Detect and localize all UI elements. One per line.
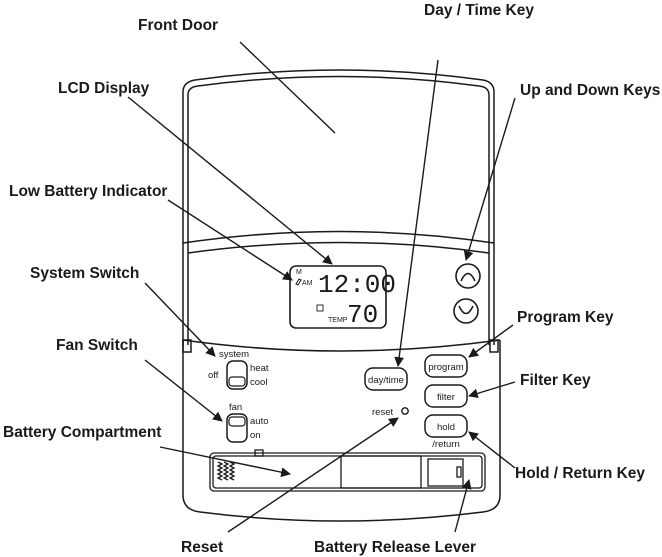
label-battery-compartment: Battery Compartment [3,424,161,441]
lcd-display: M AM 12:00 TEMP 70 [289,265,396,330]
label-battery-release-lever: Battery Release Lever [314,539,476,556]
lcd-time: 12:00 [318,270,396,300]
leader-up-down-keys [463,97,516,261]
lcd-small-icon [316,304,324,312]
callout-labels: Front Door Day / Time Key LCD Display Up… [3,2,660,556]
chevron-down-icon [458,305,474,315]
system-option-off: off [208,370,219,381]
system-switch-label: system [219,349,249,360]
lcd-temperature: 70 [347,300,378,330]
label-filter-key: Filter Key [520,372,591,389]
leader-lcd-display [127,96,333,265]
low-battery-icon [295,278,302,286]
leader-reset [227,417,399,533]
leader-battery-release-lever [454,479,472,533]
program-key-label: program [428,362,463,373]
thermostat-body [182,339,501,522]
label-fan-switch: Fan Switch [56,337,138,354]
program-key[interactable]: program [424,354,468,378]
system-option-heat: heat [250,363,269,374]
down-key[interactable] [453,298,479,324]
lcd-mode-indicator: M [296,269,302,276]
leader-low-battery [167,199,293,281]
day-time-key[interactable]: day/time [364,367,408,391]
leader-system-switch [144,282,216,357]
lcd-temp-label: TEMP [328,317,348,324]
filter-key[interactable]: filter [424,384,468,408]
fan-switch[interactable]: fan auto on [226,402,269,443]
hold-return-key[interactable]: hold /return [424,414,468,450]
label-reset: Reset [181,539,223,556]
system-switch[interactable]: system off heat cool [208,349,269,390]
label-lcd-display: LCD Display [58,80,150,97]
fan-switch-label: fan [229,402,242,413]
hold-key-label: hold [437,422,455,433]
label-hold-return-key: Hold / Return Key [515,465,645,482]
leader-day-time-key [394,59,439,367]
reset-label: reset [372,407,393,418]
leader-front-door [239,41,336,134]
front-door[interactable] [182,69,495,345]
fan-option-auto: auto [250,416,269,427]
leader-fan-switch [144,359,223,422]
callout-lines [127,41,516,533]
leader-filter-key [468,381,516,399]
label-low-battery-indicator: Low Battery Indicator [9,183,167,200]
day-time-key-label: day/time [368,375,404,386]
label-day-time-key: Day / Time Key [424,2,534,19]
lcd-ampm: AM [302,280,313,287]
up-key[interactable] [455,263,481,289]
battery-release-lever[interactable] [427,458,464,487]
return-key-label: /return [432,439,459,450]
leader-battery-compartment [159,446,291,478]
label-up-down-keys: Up and Down Keys [520,82,660,99]
leader-program-key [468,324,514,358]
reset-button[interactable]: reset [372,407,409,418]
label-front-door: Front Door [138,17,218,34]
label-system-switch: System Switch [30,265,139,282]
system-option-cool: cool [250,377,267,388]
label-program-key: Program Key [517,309,614,326]
leader-hold-return-key [468,431,516,469]
battery-compartment[interactable] [209,449,486,492]
fan-option-on: on [250,430,261,441]
filter-key-label: filter [437,392,455,403]
battery-spring-icon [216,461,224,481]
chevron-up-icon [460,272,476,282]
